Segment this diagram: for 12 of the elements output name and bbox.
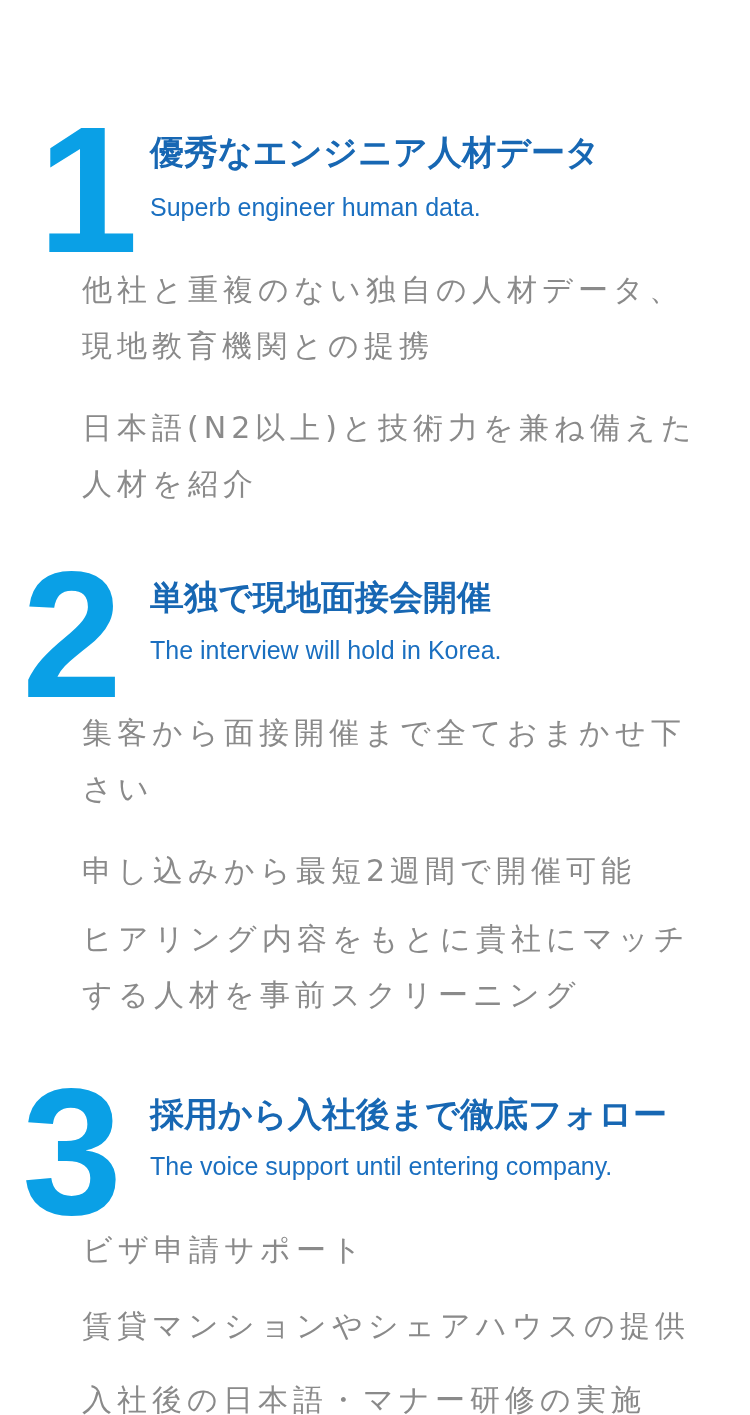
description-text: 申し込みから最短2週間で開催可能 (82, 852, 638, 890)
description-text: 賃貸マンションやシェアハウスの提供 (82, 1307, 691, 1345)
description-text: 他社と重複のない独自の人材データ、現地教育機関との提携 (82, 271, 685, 365)
step-subtitle: The interview will hold in Korea. (150, 636, 502, 665)
description-text: 入社後の日本語・マナー研修の実施 (82, 1381, 647, 1415)
step-heading: 優秀なエンジニア人材データ (150, 131, 600, 174)
step-heading: 単独で現地面接会開催 (150, 576, 491, 619)
step-subtitle: The voice support until entering company. (150, 1152, 613, 1181)
step-subtitle: Superb engineer human data. (150, 193, 481, 222)
description-text: 日本語(N2以上)と技術力を兼ね備えた人材を紹介 (82, 409, 698, 503)
step-heading: 採用から入社後まで徹底フォロー (150, 1093, 667, 1136)
description-text: ヒアリング内容をもとに貴社にマッチする人材を事前スクリーニング (82, 920, 691, 1014)
